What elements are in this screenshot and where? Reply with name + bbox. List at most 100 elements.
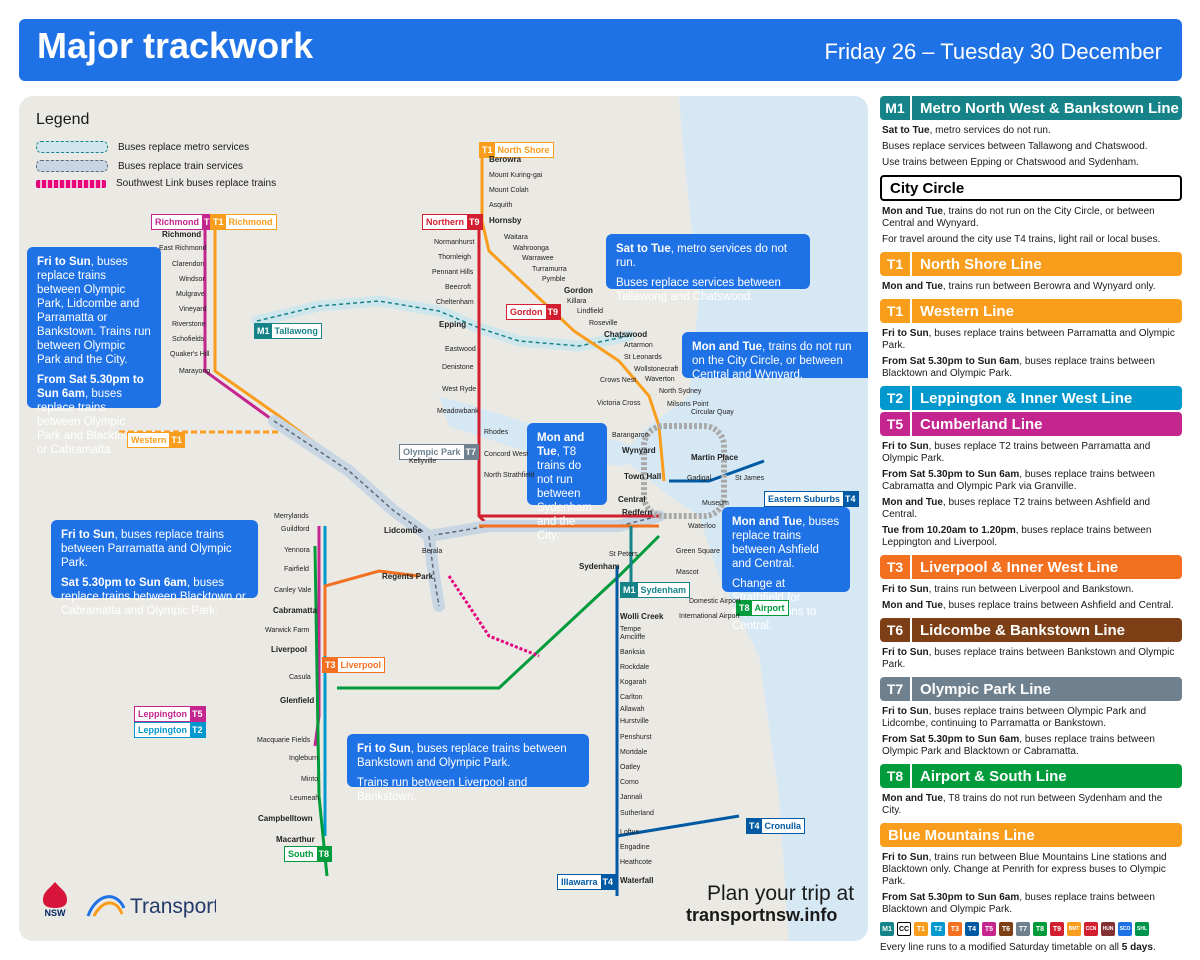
- section-body: Mon and Tue, T8 trains do not run betwee…: [882, 793, 1163, 816]
- southwest-link-swatch: [36, 179, 106, 188]
- station-label: Mount Kuring-gai: [489, 172, 543, 179]
- station-label: Waitara: [504, 234, 528, 241]
- t3-icon: T3: [948, 922, 962, 936]
- station-label: International Airport: [679, 613, 740, 620]
- station-label: Casula: [289, 674, 311, 681]
- hun-icon: HUN: [1101, 922, 1115, 936]
- timetable-note: Every line runs to a modified Saturday t…: [880, 942, 1156, 953]
- station-berowra: Berowra: [489, 155, 522, 164]
- station-redfern: Redfern: [622, 508, 653, 517]
- station-chatswood: Chatswood: [604, 330, 648, 339]
- callout-t5: Fri to Sun, buses replace trains between…: [51, 520, 258, 617]
- station-label: Canley Vale: [274, 587, 312, 594]
- t5-icon: T5: [982, 922, 996, 936]
- svg-text:NSW: NSW: [45, 908, 67, 918]
- station-label: Vineyard: [179, 306, 207, 313]
- station-label: Banksia: [620, 649, 645, 656]
- m1-icon: M1: [880, 922, 894, 936]
- station-label: Meadowbank: [437, 408, 479, 415]
- station-sutherland: Sutherland: [620, 810, 654, 817]
- t6-icon: T6: [999, 922, 1013, 936]
- header-banner: Major trackwork Friday 26 – Tuesday 30 D…: [19, 19, 1182, 81]
- station-hurstville: Hurstville: [620, 718, 649, 725]
- station-label: Waverton: [645, 376, 675, 383]
- station-town-hall: Town Hall: [624, 472, 662, 481]
- station-label: Thornleigh: [438, 254, 472, 261]
- station-gordon: Gordon: [564, 286, 593, 295]
- station-macarthur: Macarthur: [276, 835, 315, 844]
- station-label: Killara: [567, 298, 587, 305]
- callout-t3: Mon and Tue, buses replace trains betwee…: [722, 507, 850, 632]
- station-label: Mortdale: [620, 749, 648, 756]
- section-city-circle: City Circle Mon and Tue, trains do not r…: [880, 175, 1182, 246]
- plan-trip-text: Plan your trip at: [707, 882, 855, 905]
- station-label: Macquarie Fields: [257, 737, 311, 744]
- station-label: Arncliffe: [620, 634, 646, 641]
- station-label: Guildford: [281, 526, 310, 533]
- station-label: Pennant Hills: [432, 269, 474, 276]
- station-label: North Sydney: [659, 388, 702, 395]
- station-label: Riverstone: [172, 321, 206, 328]
- station-label: Marayong: [179, 368, 211, 375]
- station-label: Victoria Cross: [597, 400, 641, 407]
- sco-icon: SCO: [1118, 922, 1132, 936]
- station-label: Tempe: [620, 626, 642, 633]
- plan-trip-url[interactable]: transportnsw.info: [686, 905, 838, 925]
- station-label: Barangaroo: [612, 432, 649, 439]
- station-label: Yennora: [284, 547, 310, 554]
- page-title: Major trackwork: [37, 25, 314, 66]
- section-body: Fri to Sun, trains run between Liverpool…: [882, 584, 1174, 611]
- legend-label: Buses replace train services: [118, 160, 244, 172]
- section-body: Fri to Sun, trains run between Blue Moun…: [882, 852, 1167, 915]
- station-label: Waterloo: [688, 523, 716, 530]
- station-wolli-creek: Wolli Creek: [620, 612, 664, 621]
- station-liverpool: Liverpool: [271, 645, 308, 654]
- station-label: Kellyville: [409, 458, 437, 465]
- station-label: Turramurra: [532, 266, 567, 273]
- t1-icon: T1: [914, 922, 928, 936]
- ccn-icon: CCN: [1084, 922, 1098, 936]
- station-label: Warrawee: [522, 255, 554, 262]
- station-label: Minto: [301, 776, 319, 783]
- legend-title: Legend: [36, 111, 90, 128]
- station-label: Berala: [422, 548, 443, 555]
- station-label: Quaker's Hill: [170, 351, 210, 358]
- station-label: East Richmond: [159, 245, 207, 252]
- station-label: St James: [735, 475, 765, 482]
- station-label: Circular Quay: [691, 409, 734, 416]
- badge-t5-richmond: RichmondT5: [151, 214, 218, 230]
- bmt-icon: BMT: [1067, 922, 1081, 936]
- station-cabramatta: Cabramatta: [273, 606, 318, 615]
- station-label: Asquith: [489, 202, 513, 209]
- station-label: Jannali: [620, 794, 643, 801]
- station-epping: Epping: [439, 320, 467, 329]
- t7-icon: T7: [1016, 922, 1030, 936]
- station-label: Kogarah: [620, 679, 647, 686]
- station-waterfall: Waterfall: [620, 876, 654, 885]
- station-label: Crows Nest: [600, 377, 637, 384]
- station-regents-park: Regents Park: [382, 572, 434, 581]
- t8-icon: T8: [1033, 922, 1047, 936]
- svg-text:Transport: Transport: [130, 895, 216, 918]
- station-label: West Ryde: [442, 386, 477, 393]
- station-label: Penshurst: [620, 734, 652, 741]
- station-label: Heathcote: [620, 859, 652, 866]
- metro-bus-swatch: [36, 141, 108, 153]
- station-label: North Strathfield: [484, 472, 535, 479]
- station-label: Mascot: [676, 569, 699, 576]
